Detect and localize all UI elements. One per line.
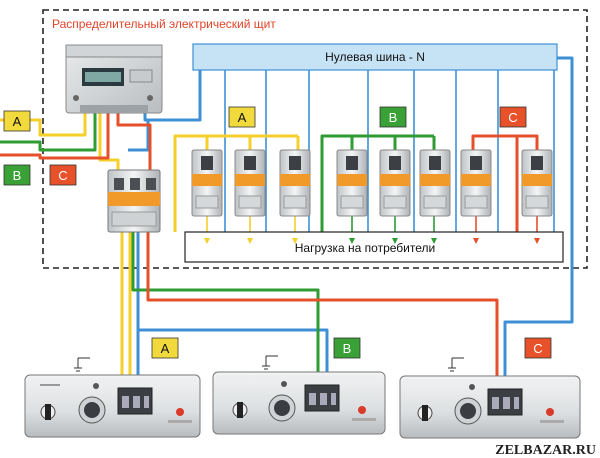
svg-text:C: C [533,341,542,356]
load-bar [184,231,564,263]
neutral-bus-label: Нулевая шина - N [325,50,425,64]
neutral-bus [192,43,558,71]
svg-text:B: B [343,341,352,356]
load-arrows [204,238,540,244]
svg-text:A: A [161,341,170,356]
breaker-c2 [521,149,553,217]
svg-text:C: C [508,110,517,125]
breaker-row [191,149,553,217]
main-breaker [107,169,161,233]
phase-b-wires [0,112,436,395]
badge-group-c: C [499,106,527,128]
stabilizer-b-badge: B [333,337,361,359]
panel-title: Распределительный электрический щит [52,17,276,31]
badge-input-c: C [49,164,77,186]
svg-text:A: A [13,114,22,129]
breaker-b3 [419,149,451,217]
stabilizer-a-badge: A [151,337,179,359]
breaker-b1 [336,149,368,217]
breaker-c1 [460,149,492,217]
breaker-b2 [379,149,411,217]
phase-c-wires [0,112,539,395]
neutral-main [128,56,574,395]
panel-border [42,9,588,269]
breaker-a3 [279,149,311,217]
badge-group-b: B [379,106,407,128]
svg-text:A: A [238,110,247,125]
watermark: ZELBAZAR.RU [495,443,596,458]
breaker-a1 [191,149,223,217]
svg-text:B: B [389,110,398,125]
stabilizer-c-badge: C [524,337,552,359]
svg-text:C: C [58,168,67,183]
badge-group-a: A [228,106,256,128]
stabilizer-a [24,357,201,438]
energy-meter [65,44,163,114]
badge-input-b: B [3,164,31,186]
stabilizer-b [212,355,386,435]
badge-input-a: A [3,110,31,132]
breaker-a2 [234,149,266,217]
phase-a-wires [0,110,300,395]
load-bar-label: Нагрузка на потребители [295,241,435,255]
svg-text:B: B [13,168,22,183]
stabilizer-c [399,357,581,439]
